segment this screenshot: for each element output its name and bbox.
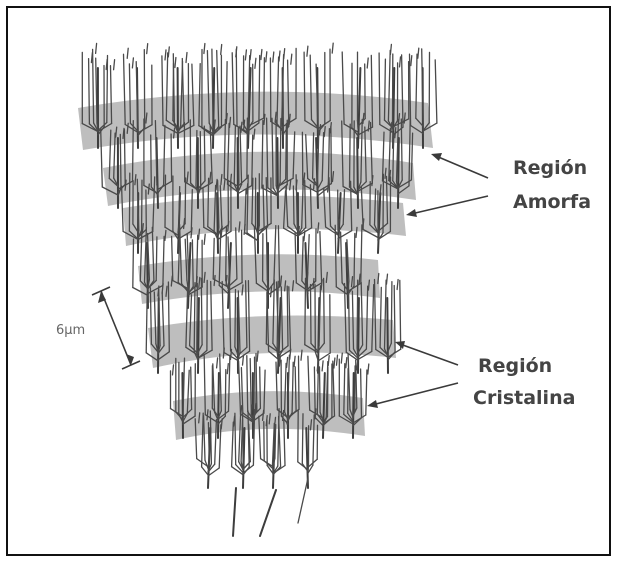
- crystalline-band: [173, 391, 365, 440]
- scale-bar: 6μm: [56, 287, 140, 369]
- amorphous-region-callout: Región Amorfa: [406, 153, 591, 217]
- figure-frame: 6μm Región Amorfa Región Cristalina: [6, 6, 611, 556]
- crystalline-band: [138, 254, 380, 304]
- amorphous-label-line1: Región: [513, 157, 587, 179]
- starch-granule-diagram: 6μm Región Amorfa Región Cristalina: [8, 8, 611, 556]
- crystalline-label-line1: Región: [478, 355, 552, 377]
- amorphous-label-line2: Amorfa: [513, 191, 591, 213]
- crystalline-label-line2: Cristalina: [473, 387, 575, 409]
- scale-label: 6μm: [56, 323, 85, 338]
